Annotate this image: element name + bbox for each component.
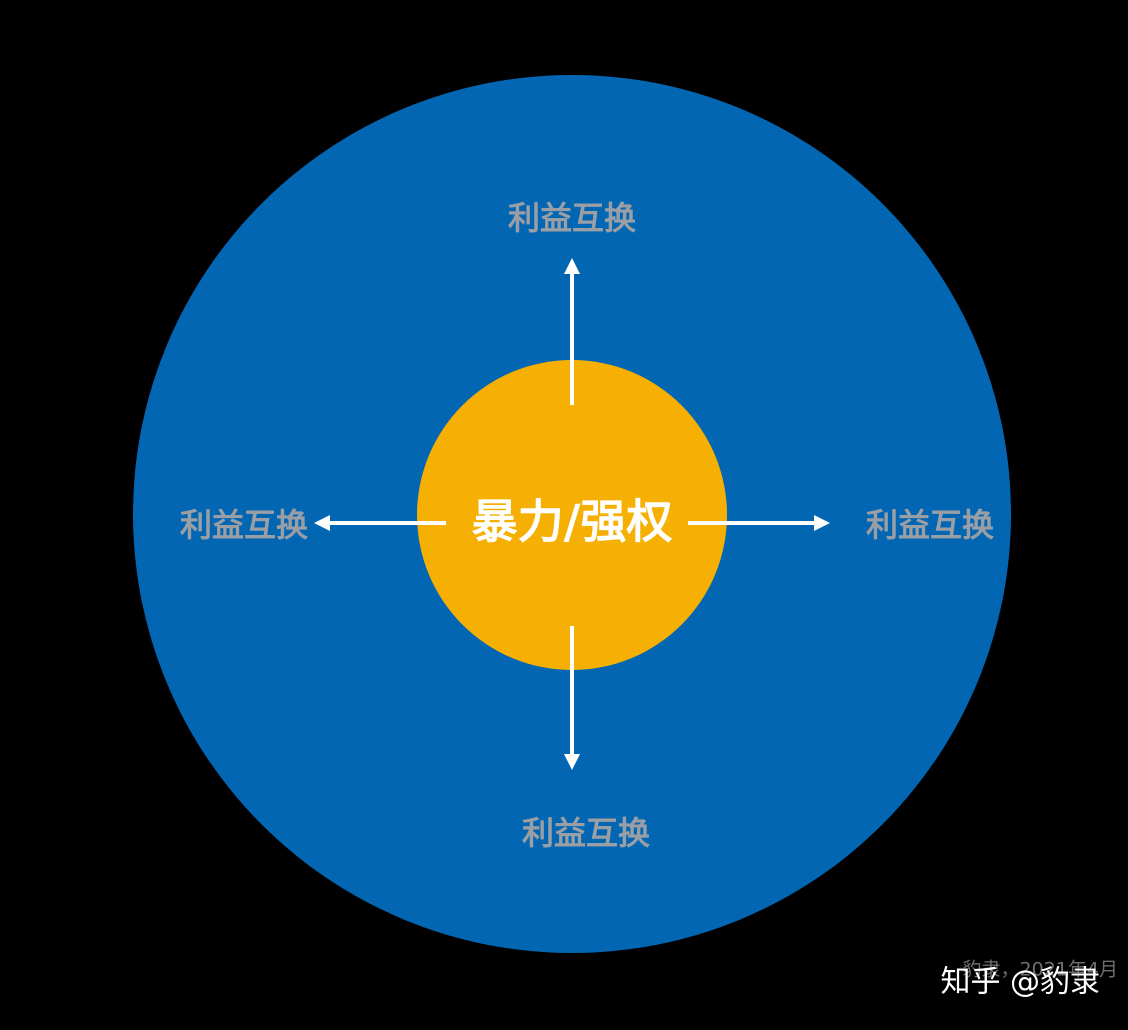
- label-top: 利益互换: [508, 199, 636, 237]
- footer-watermark: 知乎 @豹隶: [940, 965, 1100, 1000]
- label-left: 利益互换: [180, 506, 308, 544]
- footer-credit: 豹隶，2021年4月: [963, 959, 1118, 981]
- center-label: 暴力/强权: [472, 495, 673, 549]
- label-right: 利益互换: [866, 506, 994, 544]
- label-bottom: 利益互换: [522, 814, 650, 852]
- inner-circle: [417, 360, 727, 670]
